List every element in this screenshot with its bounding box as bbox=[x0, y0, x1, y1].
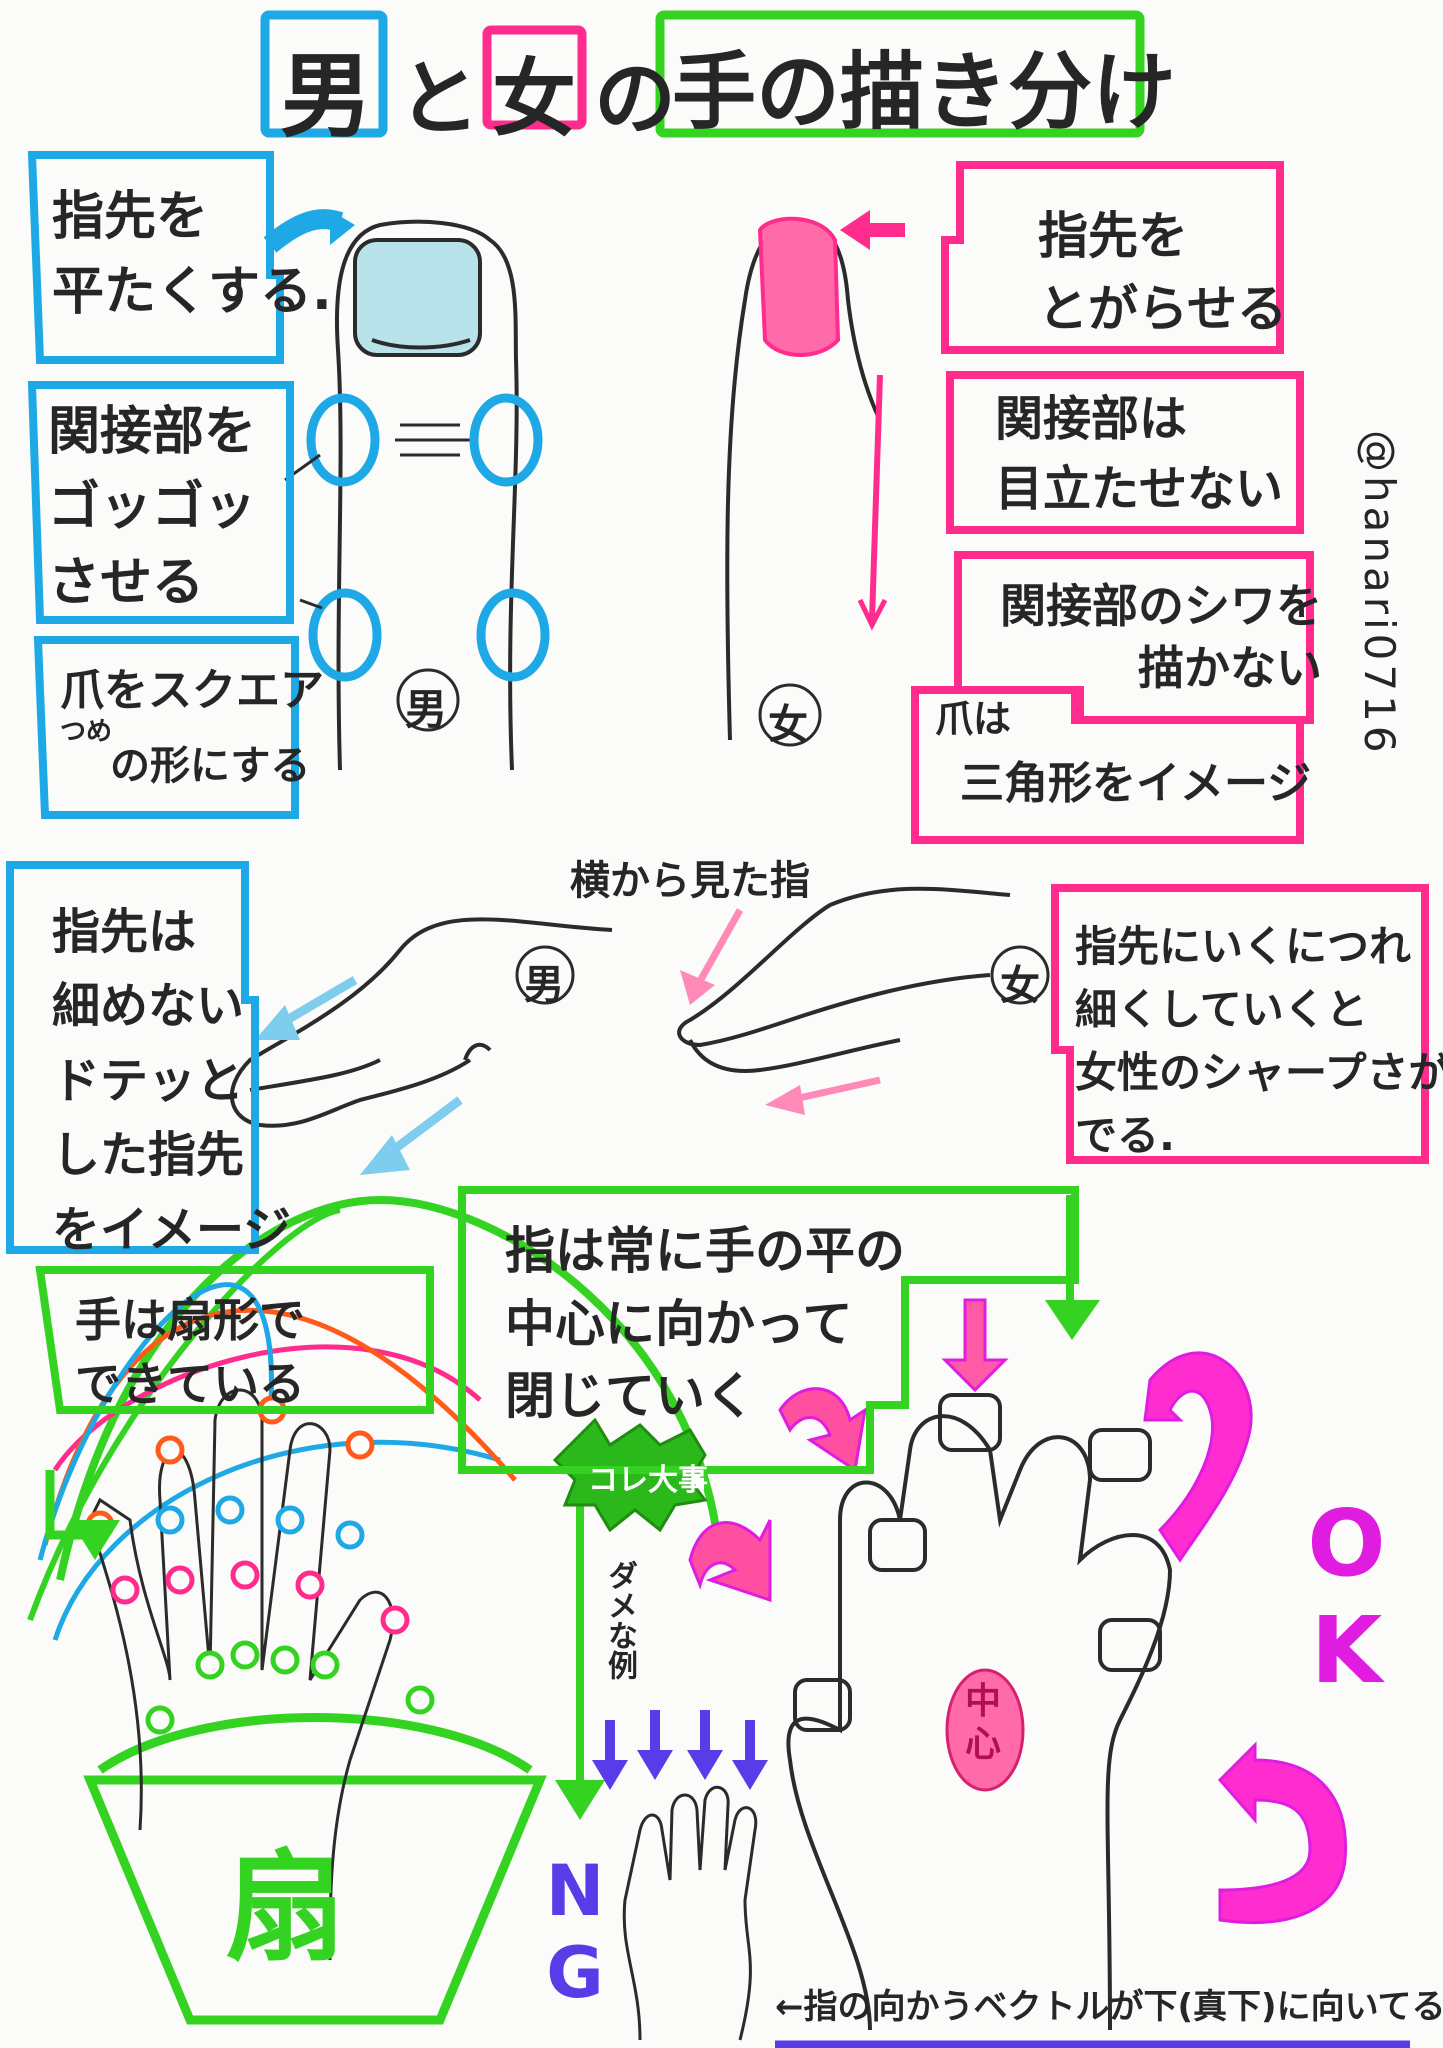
female-wrinkle-text: 関接部のシワを 描かない bbox=[1000, 579, 1322, 696]
ng-hand-drawing bbox=[622, 1786, 758, 2041]
fan-char: 扇 bbox=[225, 1839, 345, 1978]
female-joint-text: 関接部は 目立たせない bbox=[995, 391, 1284, 517]
title-rest: 手の描き分け bbox=[672, 43, 1177, 141]
palm-center-label: 中 心 bbox=[965, 1681, 1002, 1766]
side-view-label: 横から見た指 bbox=[570, 858, 810, 904]
male-nail-text-3: の形にする bbox=[110, 743, 311, 789]
male-finger-drawing bbox=[334, 219, 519, 771]
important-label: コレ大事 bbox=[588, 1463, 708, 1498]
male-badge: 男 bbox=[405, 685, 448, 734]
male-joint-circles bbox=[306, 393, 550, 682]
female-nail-text-2: 三角形をイメージ bbox=[960, 758, 1312, 809]
title-to: と bbox=[398, 52, 481, 147]
male-nail-text-2: つめ bbox=[60, 717, 113, 747]
male-badge-circle bbox=[396, 668, 460, 732]
fan-text: 手は扇形で できている bbox=[75, 1293, 305, 1412]
author-handle: @hanari0716 bbox=[1355, 430, 1404, 757]
male-joint-text: 関接部を ゴッゴッ させる bbox=[48, 402, 257, 613]
side-female-text: 指先にいくにつれ 細くしていくと 女性のシャープさが でる. bbox=[1075, 922, 1443, 1160]
side-view-drawing bbox=[230, 886, 1011, 1128]
ok-label: OK bbox=[1293, 1490, 1400, 1704]
center-hand-drawing bbox=[786, 1393, 1173, 2031]
palm-center-oval bbox=[945, 1668, 1025, 1792]
important-starburst bbox=[552, 1417, 708, 1533]
bad-example-label: ダメな例 bbox=[602, 1560, 637, 1680]
title-otoko: 男 bbox=[280, 43, 373, 150]
title-onna: 女 bbox=[492, 50, 577, 148]
female-badge-circle bbox=[758, 683, 822, 747]
female-badge: 女 bbox=[768, 702, 808, 748]
female-finger-drawing bbox=[725, 216, 882, 741]
male-tip-text: 指先を 平たくする. bbox=[52, 187, 332, 323]
male-nail-text-1: 爪をスクエア bbox=[60, 665, 324, 716]
bottom-note: ←指の向かうベクトルが下(真下)に向いてる. bbox=[775, 1987, 1443, 2027]
ng-label: NG bbox=[534, 1850, 616, 2014]
female-nail-text-1: 爪は bbox=[935, 697, 1012, 741]
center-text: 指は常に手の平の 中心に向かって 閉じていく bbox=[505, 1222, 905, 1425]
fan-joint-dots bbox=[85, 1395, 435, 1735]
side-male-text: 指先は 細めない ドテッと した指先 をイメージ bbox=[52, 904, 292, 1258]
female-tip-text: 指先を とがらせる bbox=[1038, 207, 1287, 338]
side-male-badge: 男 bbox=[524, 962, 564, 1008]
ng-arrows bbox=[592, 1710, 768, 1790]
side-female-badge: 女 bbox=[1000, 963, 1040, 1009]
title-no: の bbox=[594, 52, 677, 147]
